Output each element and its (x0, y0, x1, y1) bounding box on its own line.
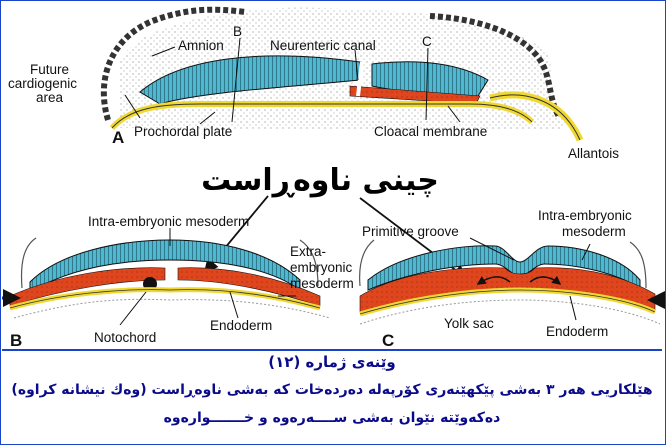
future-cardiogenic-label-1: Future (30, 62, 69, 77)
endoderm-b-label: Endoderm (210, 318, 272, 333)
yolk-sac-label: Yolk sac (444, 316, 494, 331)
extra-embryonic-label-3: mesoderm (290, 276, 354, 291)
extra-embryonic-label-2: embryonic (290, 260, 353, 275)
notochord-leader (120, 292, 146, 325)
endoderm-c-label: Endoderm (546, 324, 608, 339)
b-marker-label: B (233, 24, 242, 39)
endoderm-b-leader (230, 292, 238, 318)
future-cardiogenic-label-2: cardiogenic (8, 76, 77, 91)
cloacal-membrane-label: Cloacal membrane (374, 124, 487, 139)
notochord-label: Notochord (94, 330, 156, 345)
embryo-diagram: A Amnion B Neurenteric canal C Future ca… (0, 0, 666, 350)
panel-c: C Primitive groove Intra-embryonic mesod… (360, 208, 664, 350)
allantois-label: Allantois (568, 146, 619, 161)
neurenteric-canal-label: Neurenteric canal (270, 38, 376, 53)
caption-line-2: هێلکاریی هەر ٣ بەشی پێکهێنەری کۆرپەلە دە… (2, 382, 662, 398)
intra-embryonic-c-label-2: mesoderm (562, 224, 626, 239)
panel-a-letter: A (112, 128, 124, 147)
panel-b-yolk-wall (14, 299, 330, 318)
future-cardiogenic-label-3: area (36, 90, 64, 105)
c-marker-label: C (422, 34, 432, 49)
intra-embryonic-c-label-1: Intra-embryonic (538, 208, 632, 223)
primitive-groove-label: Primitive groove (362, 224, 459, 239)
caption-box: وێنەی ژمارە (١٢) هێلکاریی هەر ٣ بەشی پێک… (2, 349, 662, 443)
prochordal-plate-label: Prochordal plate (134, 124, 232, 139)
extra-embryonic-label-1: Extra- (290, 244, 326, 259)
main-heading: چینی ناوەڕاست (201, 163, 439, 198)
panel-b: B Intra-embryonic mesoderm Extra- embryo… (2, 214, 354, 350)
panel-a: A Amnion B Neurenteric canal C Future ca… (8, 8, 619, 161)
panel-c-letter: C (382, 331, 394, 350)
endoderm-c-leader (570, 296, 576, 320)
caption-title: وێنەی ژمارە (١٢) (2, 353, 662, 371)
intra-embryonic-mesoderm-b-label: Intra-embryonic mesoderm (88, 214, 249, 229)
panel-b-letter: B (10, 331, 22, 350)
caption-line-3: دەکەوێتە نێوان بەشی ســــەرەوە و خــــــ… (2, 410, 662, 426)
amnion-label: Amnion (178, 38, 224, 53)
